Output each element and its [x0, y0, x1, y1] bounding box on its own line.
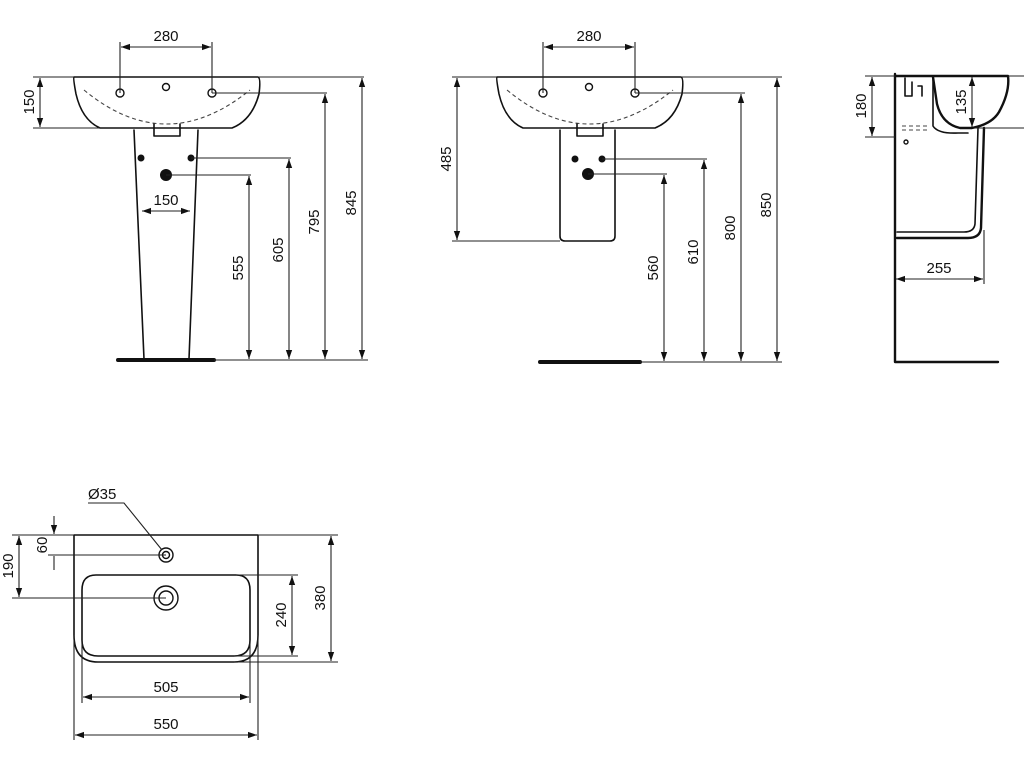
dim-280: 280: [576, 28, 601, 45]
dim-610: 610: [685, 239, 702, 264]
dim-845: 845: [343, 190, 360, 215]
fixing-point: [903, 139, 909, 145]
dim-850: 850: [758, 192, 775, 217]
dim-605: 605: [270, 237, 287, 262]
fixing-hole-left: [137, 154, 145, 162]
bowl-inner: [932, 77, 969, 134]
dim-150-vertical: 150: [21, 89, 38, 114]
dim-800: 800: [722, 215, 739, 240]
semi-pedestal-profile: [895, 126, 986, 240]
dim-180: 180: [853, 93, 870, 118]
dim-380: 380: [312, 585, 329, 610]
dim-135: 135: [953, 89, 970, 114]
dim-190: 190: [0, 553, 17, 578]
front-view-pedestal: 280 150 150 555 605 795 845: [21, 28, 368, 362]
wall-line: [893, 72, 1000, 364]
front-view-semi-pedestal: 280 485 560 610 800 850: [438, 28, 782, 364]
tap-mount: [904, 77, 923, 97]
dim-795: 795: [306, 209, 323, 234]
dim-555: 555: [230, 255, 247, 280]
overflow-slot: [153, 123, 181, 137]
dim-255: 255: [926, 260, 951, 277]
basin-outline: [495, 76, 684, 129]
pedestal-back-line: [896, 127, 979, 233]
overflow-channel: [902, 125, 928, 131]
dim-diameter-35: Ø35: [88, 486, 116, 503]
overflow-slot: [576, 123, 604, 137]
semi-pedestal-outline: [559, 129, 616, 242]
tap-hole-center: [161, 82, 171, 92]
tap-hole-center: [584, 82, 594, 92]
dim-280: 280: [153, 28, 178, 45]
dim-485: 485: [438, 146, 455, 171]
top-view: Ø35 60 190 240 380 505 550: [0, 486, 338, 740]
dim-240: 240: [273, 602, 290, 627]
side-view: 180 135 255: [853, 72, 1024, 364]
basin-profile: [893, 74, 1010, 130]
dim-560: 560: [645, 255, 662, 280]
bowl-dashed: [83, 89, 251, 125]
dim-150-horizontal: 150: [153, 192, 178, 209]
dim-60: 60: [34, 537, 51, 554]
dim-505: 505: [153, 679, 178, 696]
pedestal-outline: [133, 129, 199, 360]
basin-outline: [72, 76, 261, 129]
dim-550: 550: [153, 716, 178, 733]
bowl-dashed: [506, 89, 674, 125]
fixing-hole-left: [571, 155, 579, 163]
